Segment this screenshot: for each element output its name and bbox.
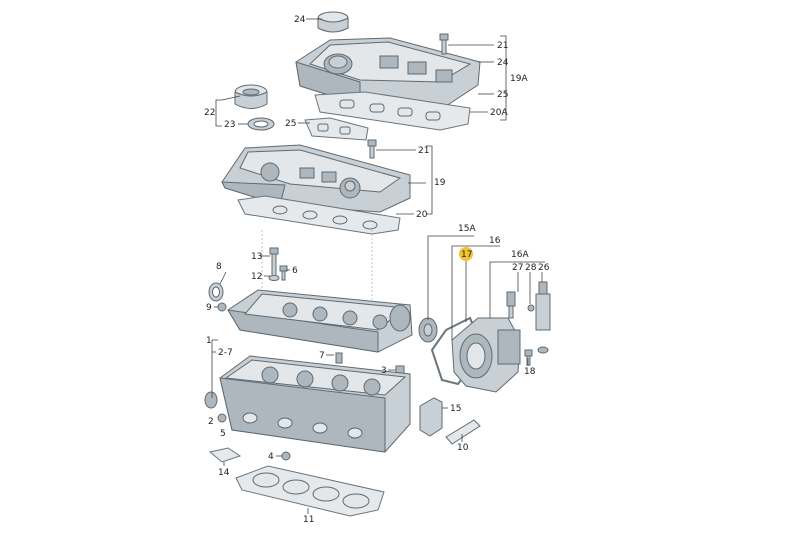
callout-28: 28 bbox=[525, 263, 537, 273]
callout-15: 15 bbox=[450, 404, 461, 414]
bracket-15[interactable] bbox=[419, 397, 443, 437]
callout-2: 2 bbox=[208, 417, 214, 427]
valve-cover-upper[interactable] bbox=[295, 37, 481, 111]
plug-9[interactable] bbox=[217, 302, 227, 312]
callout-17: 17 bbox=[461, 250, 472, 260]
plug-5[interactable] bbox=[217, 413, 227, 423]
camshaft-housing[interactable] bbox=[227, 289, 413, 353]
callout-20: 20 bbox=[416, 210, 428, 220]
callout-24-top: 24 bbox=[294, 15, 306, 25]
bolt-18[interactable] bbox=[524, 349, 533, 366]
seal-ring-23[interactable] bbox=[247, 117, 275, 131]
callout-6: 6 bbox=[292, 266, 298, 276]
callout-8: 8 bbox=[216, 262, 222, 272]
callout-10: 10 bbox=[457, 443, 469, 453]
bolt-6[interactable] bbox=[279, 265, 288, 281]
callout-19A: 19A bbox=[510, 74, 528, 84]
callout-5: 5 bbox=[220, 429, 226, 439]
valve-cover-lower[interactable] bbox=[221, 144, 411, 213]
cylinder-head[interactable] bbox=[219, 355, 411, 453]
callout-24-right: 24 bbox=[497, 58, 509, 68]
callout-1: 1 bbox=[206, 336, 212, 346]
callout-2-7: 2-7 bbox=[218, 348, 233, 358]
sealant-tube-10[interactable] bbox=[445, 419, 481, 445]
callout-13: 13 bbox=[251, 252, 262, 262]
bolt-21-top[interactable] bbox=[439, 33, 449, 55]
highlight-marker-17 bbox=[459, 247, 473, 261]
callout-21-mid: 21 bbox=[418, 146, 429, 156]
callout-16: 16 bbox=[489, 236, 501, 246]
seal-8[interactable] bbox=[208, 282, 224, 302]
valve-cover-gasket-lower[interactable] bbox=[237, 195, 401, 235]
callout-14: 14 bbox=[218, 468, 230, 478]
callout-4: 4 bbox=[268, 452, 274, 462]
filler-cap-22[interactable] bbox=[234, 84, 268, 109]
callout-23: 23 bbox=[224, 120, 235, 130]
bolt-21-mid[interactable] bbox=[367, 139, 377, 159]
callout-18: 18 bbox=[524, 367, 536, 377]
callout-3: 3 bbox=[381, 366, 387, 376]
plug-4[interactable] bbox=[281, 451, 291, 461]
seal-28[interactable] bbox=[527, 304, 535, 312]
bolt-7[interactable] bbox=[335, 352, 343, 364]
callout-21-top: 21 bbox=[497, 41, 508, 51]
washer-12[interactable] bbox=[268, 275, 280, 281]
sensor-27[interactable] bbox=[506, 291, 516, 319]
callout-26: 26 bbox=[538, 263, 550, 273]
head-gasket-11[interactable] bbox=[235, 465, 385, 517]
callout-25-left: 25 bbox=[285, 119, 296, 129]
callout-25-right: 25 bbox=[497, 90, 508, 100]
callout-22: 22 bbox=[204, 108, 215, 118]
valve-26[interactable] bbox=[535, 281, 551, 354]
pump-housing[interactable] bbox=[451, 317, 521, 393]
plate-14[interactable] bbox=[208, 447, 242, 463]
callout-11: 11 bbox=[303, 515, 314, 525]
callout-20A: 20A bbox=[490, 108, 508, 118]
callout-27: 27 bbox=[512, 263, 523, 273]
callout-7: 7 bbox=[319, 351, 325, 361]
sprocket[interactable] bbox=[418, 317, 438, 343]
callout-12: 12 bbox=[251, 272, 262, 282]
callout-9: 9 bbox=[206, 303, 212, 313]
callout-19: 19 bbox=[434, 178, 446, 188]
callout-15A: 15A bbox=[458, 224, 476, 234]
oil-filler-cap-top[interactable] bbox=[317, 11, 349, 33]
plug-2[interactable] bbox=[204, 391, 218, 409]
callout-16A: 16A bbox=[511, 250, 529, 260]
seal-25[interactable] bbox=[304, 117, 369, 141]
valve-cover-gasket-upper[interactable] bbox=[314, 91, 471, 131]
